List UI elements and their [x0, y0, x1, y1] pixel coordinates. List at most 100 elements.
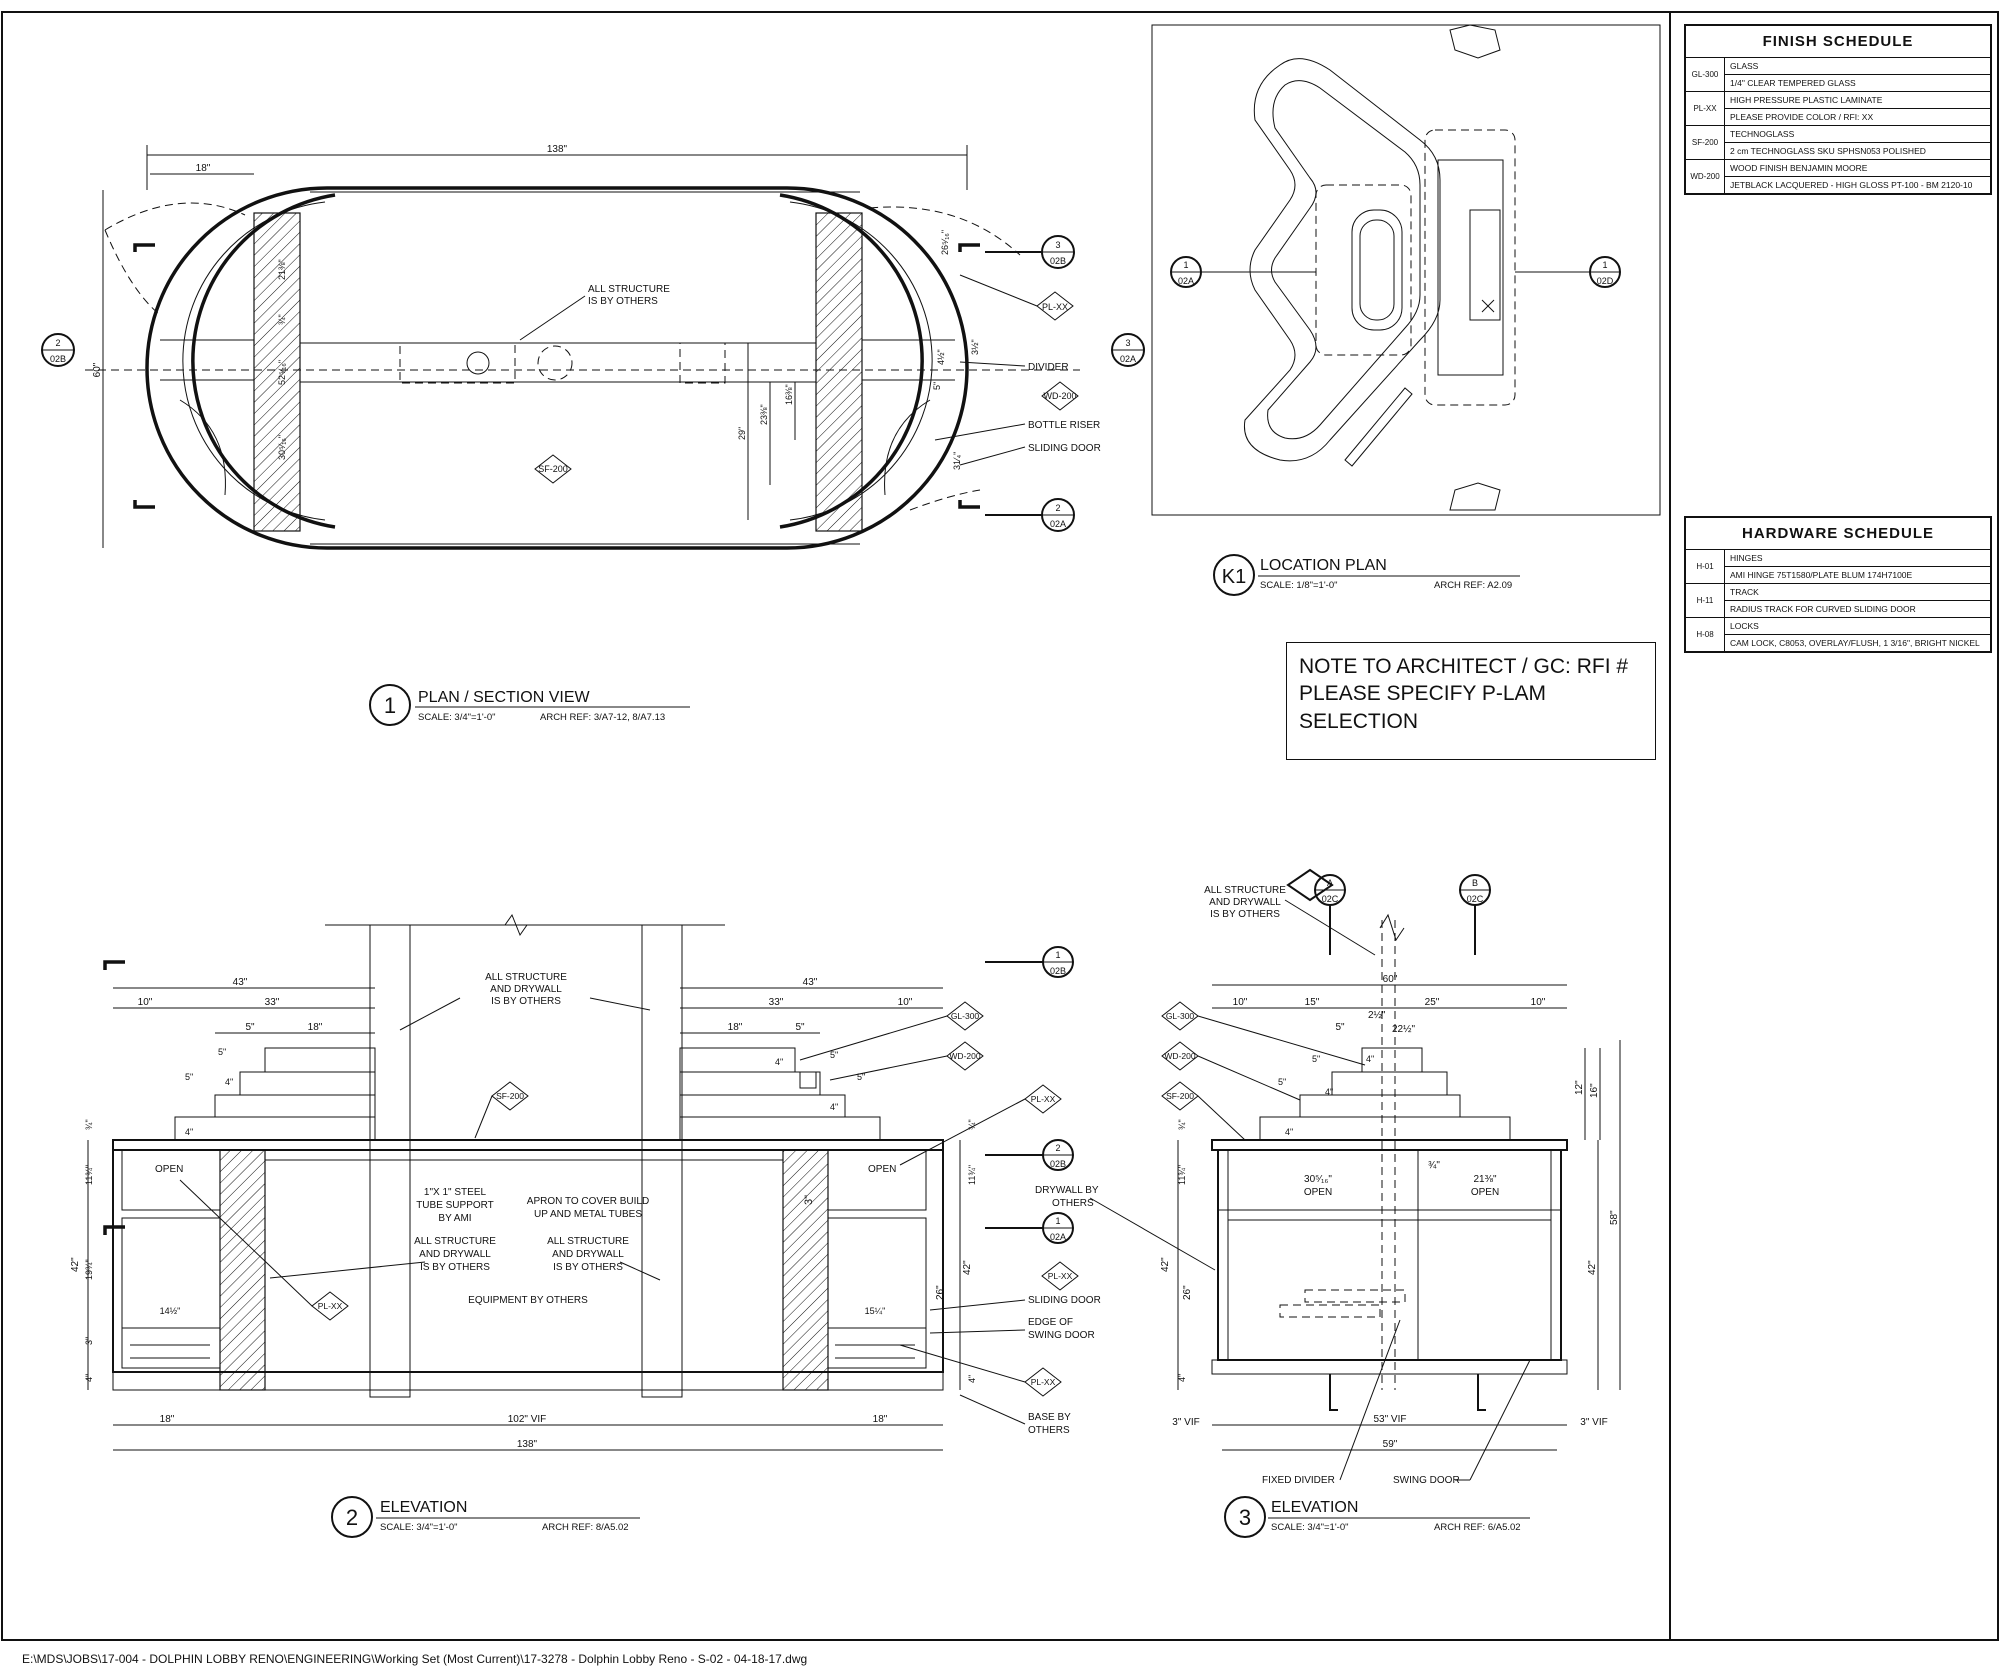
elev2-note-apron: APRON TO COVER BUILD	[527, 1196, 649, 1207]
elev2-open-left: OPEN	[155, 1164, 183, 1175]
elev2-note-structure-top: ALL STRUCTURE	[485, 972, 567, 983]
elev2-dim-3a: 3"	[84, 1337, 94, 1345]
elev3-dim-3vif-left: 3" VIF	[1172, 1417, 1199, 1428]
plan-section-marker-1: 2 02B	[41, 333, 75, 367]
svg-text:02A: 02A	[1050, 519, 1066, 529]
elev2-dim-18-right: 18"	[728, 1022, 743, 1033]
elev2-note-equipment: EQUIPMENT BY OTHERS	[468, 1295, 588, 1306]
elev2-section-marker-1: 1 02B	[985, 946, 1074, 978]
elev2-tag-pl-3: PL-XX	[1031, 1377, 1056, 1387]
elev3-dim-10-right: 10"	[1531, 997, 1546, 1008]
plan-dim-d3: 30⁵⁄₁₆"	[277, 435, 287, 460]
plan-dim-d6: 16⅜"	[784, 384, 794, 405]
plan-note-riser: BOTTLE RISER	[1028, 420, 1100, 431]
svg-text:IS BY OTHERS: IS BY OTHERS	[553, 1262, 623, 1273]
plan-dim-d2: 52⁵⁄₁₆"	[277, 360, 287, 385]
elev3-dim-34: ¾"	[1177, 1119, 1187, 1130]
plan-dim-end: 18"	[196, 163, 211, 174]
svg-text:02B: 02B	[1050, 1159, 1066, 1169]
elev3-dim-4c: 4"	[1366, 1054, 1374, 1064]
elev3-dim-59: 59"	[1383, 1439, 1398, 1450]
elev3-arch-ref: ARCH REF: 6/A5.02	[1434, 1522, 1521, 1533]
elev2-dim-5b: 5"	[218, 1047, 226, 1057]
elev2-dim-34: ¾"	[84, 1119, 94, 1130]
rfi-note-line-2: PLEASE SPECIFY P-LAM SELECTION	[1299, 682, 1547, 733]
finish-code: WD-200	[1686, 160, 1725, 193]
elev2-dim-18-bottom-left: 18"	[160, 1414, 175, 1425]
plan-dim-d1: 21⅜"	[277, 259, 287, 280]
elev3-title: ELEVATION	[1271, 1499, 1358, 1516]
elev3-dim-60: 60"	[1383, 974, 1398, 985]
svg-text:3: 3	[1055, 240, 1060, 250]
hardware-code: H-11	[1686, 584, 1725, 617]
elev3-tag-wd: WD-200	[1164, 1051, 1195, 1061]
plan-tag-sf: SF-200	[538, 464, 568, 474]
elev2-dim-4a: 4"	[225, 1077, 233, 1087]
plan-note-divider: DIVIDER	[1028, 362, 1069, 373]
elev2-note-sliding: SLIDING DOOR	[1028, 1295, 1101, 1306]
svg-text:A: A	[1327, 878, 1333, 888]
svg-text:UP AND METAL TUBES: UP AND METAL TUBES	[534, 1209, 642, 1220]
svg-text:OTHERS: OTHERS	[1028, 1425, 1070, 1436]
elev2-dim-4b: 4"	[185, 1127, 193, 1137]
svg-text:2: 2	[1055, 503, 1060, 513]
svg-text:02C: 02C	[1467, 894, 1484, 904]
finish-name: TECHNOGLASS	[1730, 129, 1795, 139]
svg-text:02B: 02B	[1050, 966, 1066, 976]
plan-note-door: SLIDING DOOR	[1028, 443, 1101, 454]
finish-code: SF-200	[1686, 126, 1725, 159]
elev2-tag-pl-4: PL-XX	[318, 1301, 343, 1311]
finish-name: WOOD FINISH BENJAMIN MOORE	[1730, 163, 1868, 173]
plan-dim-d10: ¾"	[277, 314, 287, 325]
plan-section-marker-4: 2 02A	[985, 498, 1075, 532]
hardware-code: H-08	[1686, 618, 1725, 651]
plan-note-structure-2: IS BY OTHERS	[588, 296, 658, 307]
elev2-tag-sf: SF-200	[496, 1091, 524, 1101]
elev3-note-drywall: DRYWALL BY	[1035, 1185, 1099, 1196]
hardware-desc: RADIUS TRACK FOR CURVED SLIDING DOOR	[1725, 600, 1990, 617]
plan-dim-overall: 138"	[547, 144, 568, 155]
elev3-open-2: OPEN	[1471, 1187, 1499, 1198]
location-plan: 1 02A 1 02D K1 LOCATION PLAN SCALE: 1/8"…	[1151, 24, 1661, 596]
finish-desc: 1/4" CLEAR TEMPERED GLASS	[1725, 74, 1990, 91]
elev2-tag-pl-1: PL-XX	[1031, 1094, 1056, 1104]
elev3-dim-1134: 11¾"	[1177, 1165, 1187, 1185]
elev3-dim-15: 15"	[1305, 997, 1320, 1008]
elev2-note-edge: EDGE OF	[1028, 1317, 1073, 1328]
elev3-open-1-size: 30⁵⁄₁₆"	[1304, 1174, 1332, 1185]
elev2-section-marker-3: 1 02A	[985, 1212, 1074, 1244]
finish-desc: PLEASE PROVIDE COLOR / RFI: XX	[1725, 108, 1990, 125]
elev2-tag-pl-2: PL-XX	[1048, 1271, 1073, 1281]
svg-text:1: 1	[1602, 260, 1607, 270]
plan-dim-d5: 23⅜"	[759, 404, 769, 425]
hardware-code: H-01	[1686, 550, 1725, 583]
elev3-dim-5b: 5"	[1312, 1054, 1320, 1064]
svg-text:1: 1	[1183, 260, 1188, 270]
finish-desc: JETBLACK LACQUERED - HIGH GLOSS PT-100 -…	[1725, 176, 1990, 193]
elev3-dim-4b: 4"	[1285, 1127, 1293, 1137]
elev3-tag-gl: GL-300	[1166, 1011, 1195, 1021]
svg-text:02C: 02C	[1322, 894, 1339, 904]
svg-text:1: 1	[1055, 950, 1060, 960]
hardware-desc: AMI HINGE 75T1580/PLATE BLUM 174H7100E	[1725, 566, 1990, 583]
plan-view-scale: SCALE: 3/4"=1'-0"	[418, 712, 495, 723]
elev3-dim-26: 26"	[1182, 1285, 1193, 1300]
plan-dim-d4: 29"	[737, 427, 747, 440]
elev2-section-marker-2: 2 02B	[985, 1139, 1074, 1171]
finish-row: WD-200 WOOD FINISH BENJAMIN MOORE JETBLAC…	[1686, 160, 1990, 193]
plan-dim-d8: 31⁄₄"	[952, 452, 962, 470]
elev2-dim-4-right: 4"	[967, 1375, 977, 1383]
svg-text:02B: 02B	[1050, 256, 1066, 266]
plan-dim-d12: 4½"	[936, 349, 946, 365]
elev3-dim-25: 25"	[1425, 997, 1440, 1008]
elev2-note-structure-left: ALL STRUCTURE	[414, 1236, 496, 1247]
elev2-dim-138: 138"	[517, 1439, 538, 1450]
elev3-tag-sf: SF-200	[1166, 1091, 1194, 1101]
elev3-open-1: OPEN	[1304, 1187, 1332, 1198]
